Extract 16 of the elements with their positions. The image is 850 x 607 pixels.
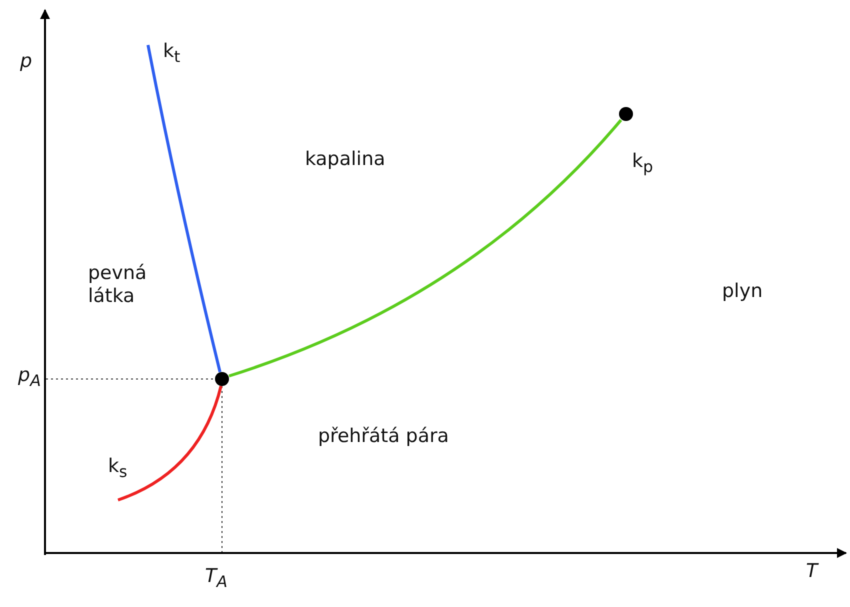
region-label: kapalina	[305, 148, 386, 171]
region-label: pevná látka	[88, 262, 148, 308]
phase-boundary-curve	[228, 119, 622, 378]
region-label: plyn	[722, 280, 763, 303]
axis-label: T	[806, 560, 818, 583]
curve-label: k$_{p}$	[632, 150, 654, 176]
axis-label: p	[20, 50, 32, 73]
curve-label: k$_{t}$	[163, 40, 180, 66]
point-dot	[619, 107, 633, 121]
phase-boundary-curve	[117, 386, 222, 502]
point-dot	[215, 372, 229, 386]
axis-value-label: T$_{A}$	[205, 565, 228, 591]
curve-label: k$_{s}$	[108, 455, 128, 481]
axis-value-label: p$_{A}$	[18, 364, 41, 390]
phase-boundary-curve	[146, 44, 222, 372]
region-label: přehřátá pára	[318, 425, 449, 448]
